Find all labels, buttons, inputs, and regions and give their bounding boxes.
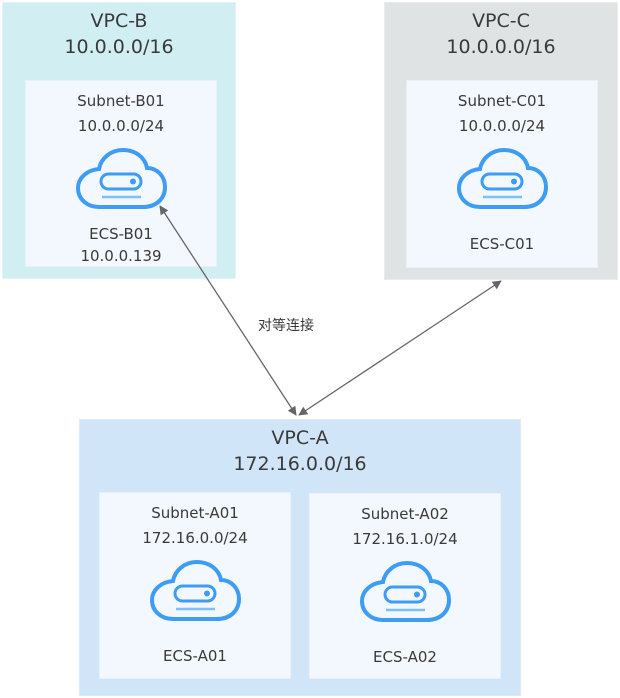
subnet-b01-name: Subnet-B01 — [77, 92, 165, 110]
vpc-b-cidr: 10.0.0.0/16 — [64, 36, 174, 58]
subnet-a01-cidr: 172.16.0.0/24 — [142, 529, 248, 547]
subnet-a01: Subnet-A01 172.16.0.0/24 ECS-A01 — [99, 492, 291, 679]
vpc-a-name: VPC-A — [271, 427, 329, 449]
vpc-a-cidr: 172.16.0.0/16 — [233, 453, 367, 475]
peering-connection-label: 对等连接 — [258, 318, 314, 334]
ecs-b01-ip: 10.0.0.139 — [80, 247, 162, 265]
cloud-server-icon — [147, 559, 243, 623]
subnet-a02-name: Subnet-A02 — [361, 505, 449, 523]
ecs-a02-name: ECS-A02 — [373, 648, 437, 666]
ecs-b01-name: ECS-B01 — [89, 225, 153, 243]
vpc-c-name: VPC-C — [472, 10, 530, 32]
cloud-server-icon — [73, 147, 169, 211]
ecs-a01-name: ECS-A01 — [163, 647, 227, 665]
vpc-c-container: VPC-C 10.0.0.0/16 Subnet-C01 10.0.0.0/24… — [384, 2, 618, 280]
vpc-a-container: VPC-A 172.16.0.0/16 Subnet-A01 172.16.0.… — [79, 419, 521, 696]
vpc-b-name: VPC-B — [90, 10, 148, 32]
subnet-a02: Subnet-A02 172.16.1.0/24 ECS-A02 — [309, 493, 501, 679]
ecs-c01-name: ECS-C01 — [469, 235, 535, 253]
vpc-c-cidr: 10.0.0.0/16 — [446, 36, 556, 58]
cloud-server-icon — [454, 147, 550, 211]
subnet-b01: Subnet-B01 10.0.0.0/24 ECS-B01 10.0.0.13… — [25, 80, 217, 267]
subnet-a02-cidr: 172.16.1.0/24 — [352, 530, 458, 548]
vpc-b-container: VPC-B 10.0.0.0/16 Subnet-B01 10.0.0.0/24… — [2, 2, 236, 279]
subnet-b01-cidr: 10.0.0.0/24 — [77, 117, 165, 135]
peering-arrow-c-to-a — [298, 280, 502, 416]
cloud-server-icon — [357, 560, 453, 624]
subnet-c01: Subnet-C01 10.0.0.0/24 ECS-C01 — [406, 80, 598, 268]
subnet-c01-name: Subnet-C01 — [457, 92, 547, 110]
subnet-c01-cidr: 10.0.0.0/24 — [458, 117, 546, 135]
subnet-a01-name: Subnet-A01 — [151, 504, 239, 522]
